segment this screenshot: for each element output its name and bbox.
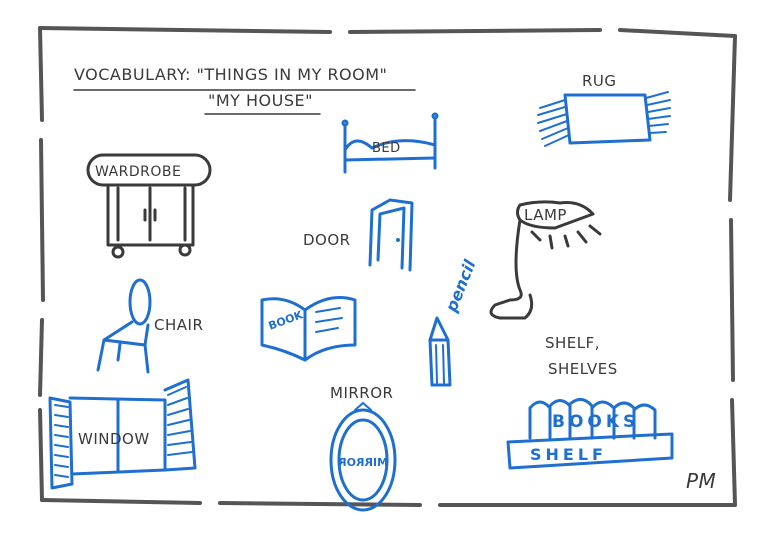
shelf-shelves-label-1: SHELF, xyxy=(545,334,600,352)
sheet-border xyxy=(38,26,737,507)
door-icon xyxy=(368,198,414,272)
lamp-label: LAMP xyxy=(524,206,567,224)
shelf-label: SHELF xyxy=(530,445,607,464)
mirror-label: MIRROR xyxy=(330,384,393,402)
book-icon xyxy=(260,296,357,362)
book-label: BOOK xyxy=(267,308,305,333)
title-line-1: VOCABULARY: "THINGS IN MY ROOM" xyxy=(74,65,387,84)
pencil-label: pencil xyxy=(441,257,479,316)
chair-icon xyxy=(96,278,152,374)
bookshelf-icon xyxy=(506,398,674,470)
shelf-shelves-label-2: SHELVES xyxy=(548,360,618,378)
rug-icon xyxy=(537,91,671,147)
mirror-icon xyxy=(329,401,397,512)
rug-label: RUG xyxy=(582,72,617,90)
signature: PM xyxy=(686,469,716,493)
mirror-reflected-label: MIRROR xyxy=(338,456,388,469)
door-label: DOOR xyxy=(303,231,351,249)
title-line-2: "MY HOUSE" xyxy=(208,91,313,110)
window-icon xyxy=(48,378,197,490)
window-label: WINDOW xyxy=(78,430,150,448)
chair-label: CHAIR xyxy=(154,316,203,334)
wardrobe-label: WARDROBE xyxy=(95,164,181,180)
books-label: BOOKS xyxy=(552,412,639,432)
lamp-icon xyxy=(489,200,602,320)
wardrobe-icon xyxy=(86,153,212,259)
pencil-icon xyxy=(428,316,452,387)
bed-label: BED xyxy=(372,141,401,156)
bed-icon xyxy=(341,112,439,174)
